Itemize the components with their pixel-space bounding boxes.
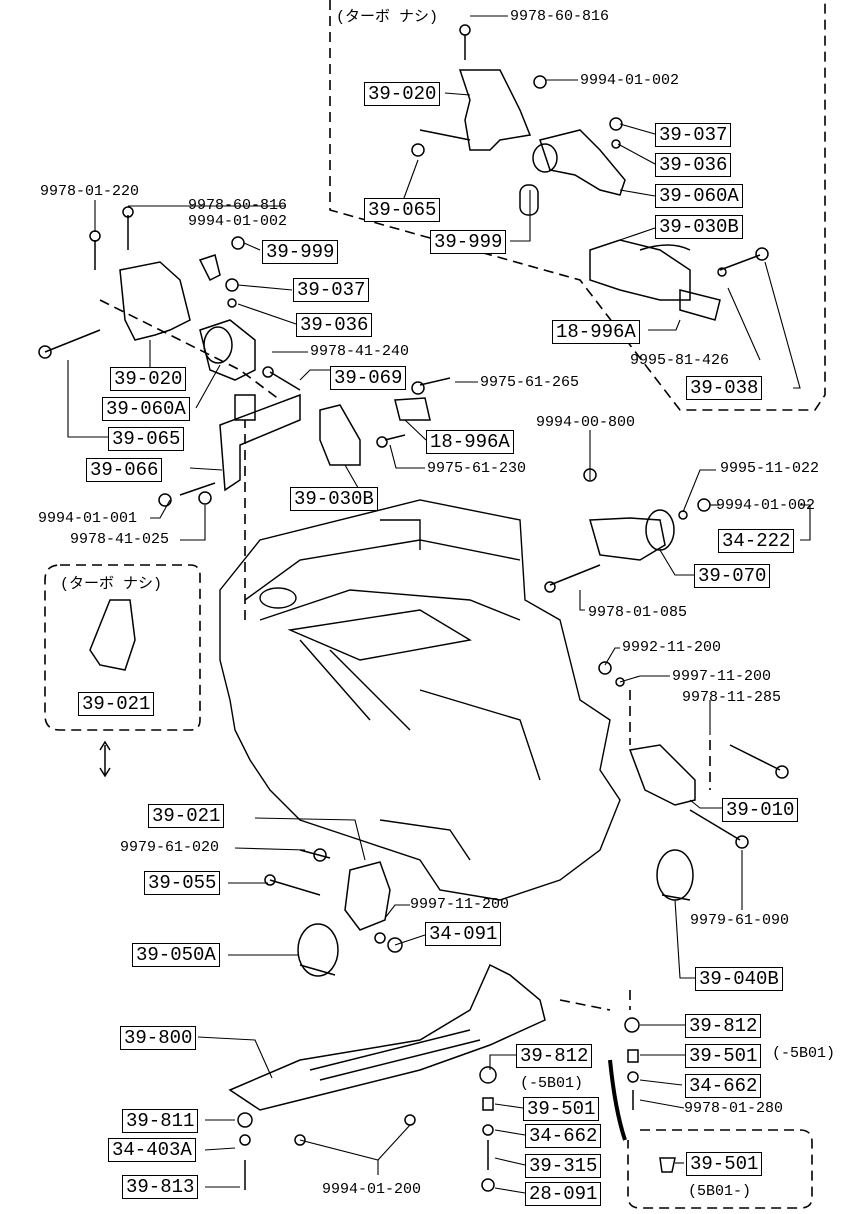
part-9979-61-020: 9979-61-020 (120, 839, 220, 856)
part-9995-81-426: 9995-81-426 (630, 352, 730, 369)
part-9994-01-002-right: 9994-01-002 (716, 497, 816, 514)
callout-28-091: 28-091 (525, 1182, 602, 1206)
callout-39-065-top: 39-065 (364, 198, 441, 222)
top-mount-assembly (411, 24, 769, 321)
callout-39-812-mid: 39-812 (516, 1044, 593, 1068)
callout-34-222: 34-222 (718, 529, 795, 553)
part-9978-41-025: 9978-41-025 (70, 531, 170, 548)
callout-39-999-top: 39-999 (430, 230, 507, 254)
part-9994-01-002-top: 9994-01-002 (580, 72, 680, 89)
upper-left-mount-assembly (38, 206, 256, 421)
callout-39-315: 39-315 (525, 1154, 602, 1178)
callout-39-020-left: 39-020 (110, 367, 187, 391)
part-9975-61-230: 9975-61-230 (427, 460, 527, 477)
dashed-enclosures (44, 0, 826, 1209)
callout-39-020-top: 39-020 (364, 82, 441, 106)
callout-39-055: 39-055 (144, 871, 221, 895)
callout-39-811: 39-811 (122, 1109, 199, 1133)
callout-39-069: 39-069 (330, 366, 407, 390)
part-9997-11-200-mid: 9997-11-200 (410, 896, 510, 913)
callout-39-037-left: 39-037 (293, 278, 370, 302)
callout-39-800: 39-800 (120, 1026, 197, 1050)
callout-39-501-mid: 39-501 (523, 1097, 600, 1121)
lower-left-mount (264, 848, 403, 977)
part-9997-11-200-right: 9997-11-200 (672, 668, 772, 685)
leader-lines (67, 15, 811, 1194)
callout-39-070: 39-070 (694, 564, 771, 588)
callout-39-813: 39-813 (122, 1175, 199, 1199)
callout-39-030b-top: 39-030B (655, 215, 743, 239)
callout-34-403a: 34-403A (108, 1138, 196, 1162)
part-9994-01-200: 9994-01-200 (322, 1181, 422, 1198)
callout-39-021-left: 39-021 (78, 692, 155, 716)
part-9978-01-220: 9978-01-220 (40, 183, 140, 200)
part-9978-01-085: 9978-01-085 (588, 604, 688, 621)
lower-right-mount (598, 661, 789, 901)
part-9978-60-816-left: 9978-60-816 (188, 197, 288, 214)
callout-39-065-left: 39-065 (108, 427, 185, 451)
part-9978-60-816-top: 9978-60-816 (510, 8, 610, 25)
part-9995-11-022: 9995-11-022 (720, 460, 820, 477)
part-9994-01-001: 9994-01-001 (38, 510, 138, 527)
part-9978-01-280: 9978-01-280 (684, 1100, 784, 1117)
note-serial-minus-5b01-b: (-5B01) (520, 1075, 584, 1092)
part-9994-01-002-left: 9994-01-002 (188, 213, 288, 230)
part-9978-41-240: 9978-41-240 (310, 343, 410, 360)
callout-18-996a-top: 18-996A (552, 320, 640, 344)
note-serial-minus-5b01: (-5B01) (772, 1045, 836, 1062)
callout-39-060a-top: 39-060A (655, 184, 743, 208)
engine-block (219, 499, 621, 901)
callout-39-021-mid: 39-021 (148, 804, 225, 828)
callout-39-050a: 39-050A (132, 943, 220, 967)
callout-39-037-top: 39-037 (655, 123, 732, 147)
callout-39-812-right: 39-812 (685, 1014, 762, 1038)
right-mount (544, 468, 711, 593)
callout-39-030b-mid: 39-030B (290, 487, 378, 511)
callout-39-501-right: 39-501 (685, 1044, 762, 1068)
note-turbo-none-top: (ターボ ナシ) (336, 9, 439, 26)
part-9978-11-285: 9978-11-285 (682, 689, 782, 706)
callout-39-999-left: 39-999 (262, 240, 339, 264)
part-9992-11-200: 9992-11-200 (622, 639, 722, 656)
callout-39-010: 39-010 (722, 798, 799, 822)
note-serial-5b01-minus: (5B01-) (688, 1183, 752, 1200)
callout-39-501-box: 39-501 (686, 1152, 763, 1176)
callout-39-060a-left: 39-060A (102, 397, 190, 421)
part-9994-00-800: 9994-00-800 (536, 414, 636, 431)
callout-39-036-top: 39-036 (655, 153, 732, 177)
callout-39-036-left: 39-036 (296, 313, 373, 337)
part-9979-61-090: 9979-61-090 (690, 912, 790, 929)
part-9975-61-265: 9975-61-265 (480, 374, 580, 391)
callout-39-066: 39-066 (86, 458, 163, 482)
callout-18-996a-mid: 18-996A (426, 430, 514, 454)
callout-39-040b: 39-040B (695, 967, 783, 991)
center-bracket (158, 366, 451, 507)
callout-39-038: 39-038 (686, 376, 763, 400)
callout-34-091: 34-091 (425, 922, 502, 946)
callout-34-662-right: 34-662 (685, 1074, 762, 1098)
crossmember (89, 599, 676, 1192)
note-turbo-none-left: (ターボ ナシ) (60, 576, 163, 593)
callout-34-662-mid: 34-662 (525, 1124, 602, 1148)
